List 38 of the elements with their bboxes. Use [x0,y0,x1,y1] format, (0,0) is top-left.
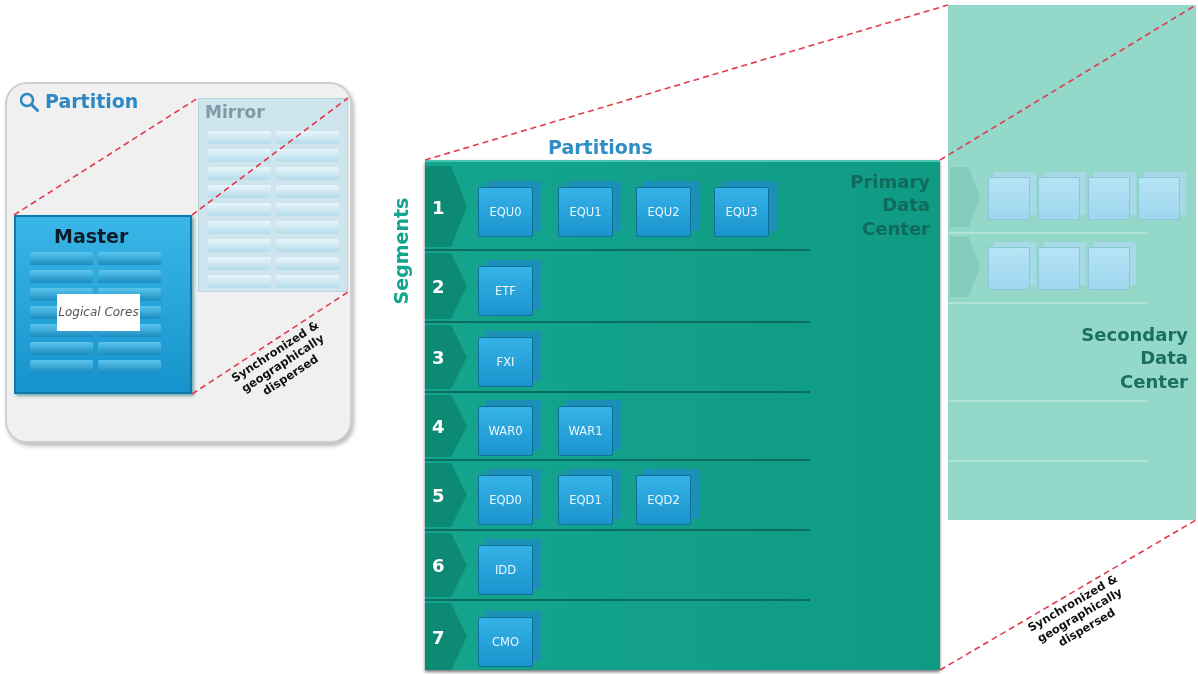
partition-block [1138,172,1186,220]
partition-block [1088,242,1136,290]
dashed-connector [424,4,949,161]
partition-block [988,242,1036,290]
segment-number: 3 [432,346,445,368]
partition-block [1088,172,1136,220]
segment-marker [425,533,467,597]
data-center-panel [948,5,1196,520]
dashed-connector [13,97,199,216]
segment-number: 2 [432,275,445,297]
heading: Master [54,225,130,247]
segment-marker [425,166,467,247]
master-box [14,215,192,394]
partition-panel [5,82,352,443]
data-center-panel [425,160,940,670]
segment-marker [425,395,467,457]
segment-marker [425,603,467,670]
partition-block [988,172,1036,220]
segment-number: 4 [432,415,445,437]
segment-number: 6 [432,554,445,576]
mirror-box [198,98,348,292]
row-heading: Segments [390,197,413,305]
partition-block [1038,172,1086,220]
segment-number: 1 [432,196,445,217]
heading: Mirror [205,102,265,122]
segment-marker [425,463,467,527]
segment-marker [425,253,467,319]
heading: Partition [45,90,139,112]
logical-cores-box: Logical Cores [57,294,140,331]
dashed-connector [939,519,1197,671]
segment-number: 7 [432,626,445,647]
segment-marker [425,325,467,389]
segment-number: 5 [432,484,445,506]
partition-block [1038,242,1086,290]
dashed-connector [191,291,349,395]
column-heading: Partitions [548,136,653,158]
dashed-connector [191,97,349,216]
heading: Secondary Data Center [1080,323,1188,394]
